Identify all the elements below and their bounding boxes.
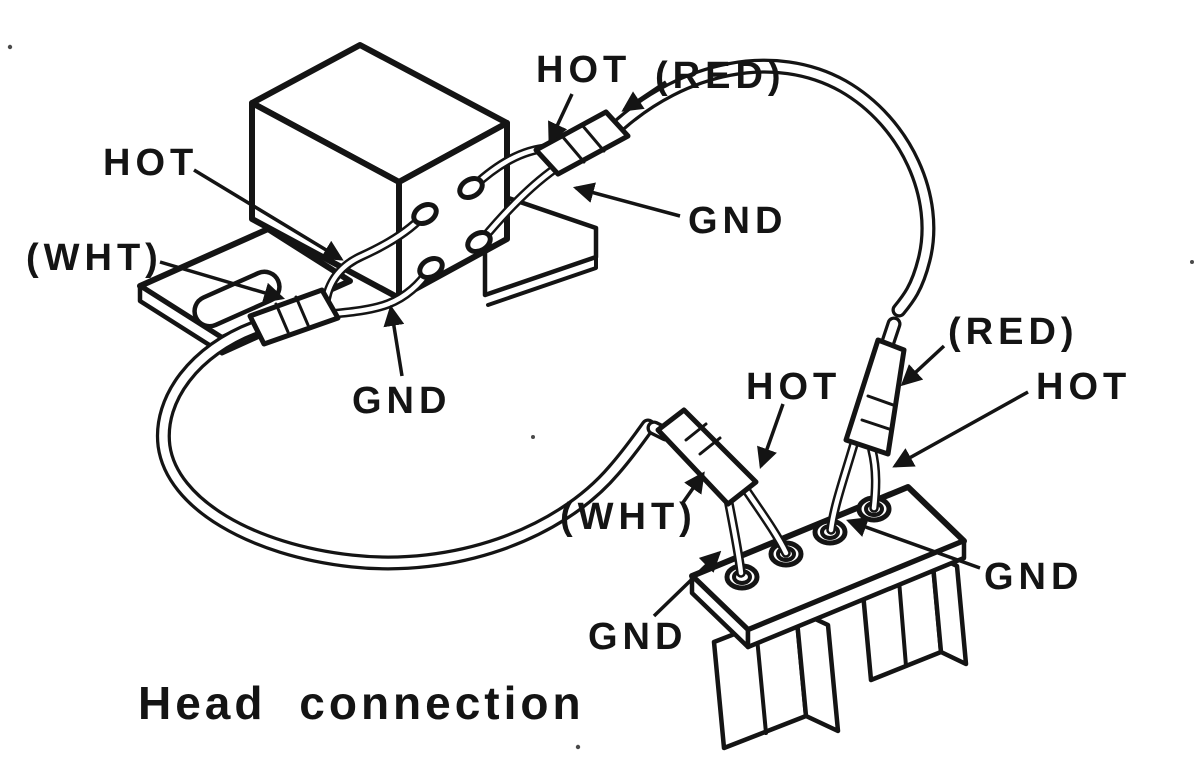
arrow-head-red — [621, 80, 667, 112]
plate-mounting-slot — [192, 269, 282, 329]
head-terminal-face — [396, 120, 510, 301]
head-sleeves — [247, 109, 631, 347]
arrow-head-wht — [159, 260, 286, 304]
head-wire-hot-wht-core — [323, 213, 426, 303]
label-conn-hot-mid: HOT — [746, 366, 841, 408]
white-cable-core — [159, 323, 653, 568]
white-head-sleeve-crimp-lines — [274, 295, 310, 334]
white-conn-sleeve-crimp-lines — [684, 422, 722, 456]
arrow-conn-gnd-right — [846, 517, 981, 570]
arrow-head-hot-left — [193, 168, 344, 261]
head-terminal-hot-wht — [411, 202, 439, 226]
red-cable-core — [611, 61, 933, 315]
label-conn-gnd-left: GND — [588, 616, 687, 658]
scan-speck — [575, 744, 581, 750]
conn-wire-hot-red-core — [869, 447, 878, 511]
mounting-plate-right — [482, 187, 599, 307]
leader-arrows — [159, 80, 1029, 618]
label-head-wht: (WHT) — [26, 237, 163, 279]
label-head-hot-left: HOT — [103, 142, 198, 184]
label-conn-hot-right: HOT — [1036, 366, 1131, 408]
arrow-head-gnd-bottom — [383, 304, 405, 377]
head-terminals — [411, 176, 493, 280]
label-head-hot-top: HOT — [536, 49, 631, 91]
red-conn-sleeve-crimp-lines — [860, 394, 898, 432]
conn-wire-gnd-red-core — [828, 441, 857, 533]
red-cable-outline — [608, 58, 936, 318]
red-cable — [608, 58, 936, 350]
red-cable-head-sleeve — [533, 109, 631, 177]
connector-sleeves — [655, 337, 907, 507]
arrow-conn-hot-mid — [757, 403, 785, 469]
head-terminal-hot-red — [457, 176, 485, 200]
label-conn-wht: (WHT) — [560, 496, 697, 538]
label-head-red: (RED) — [655, 55, 786, 97]
head-wire-gnd-wht-core — [329, 267, 432, 317]
plate-right-bottom-edge — [486, 255, 598, 307]
arrow-conn-gnd-left — [652, 550, 722, 618]
scan-speck — [1190, 260, 1194, 264]
head-terminal-gnd-wht — [417, 256, 445, 280]
labels: HOT (RED) GND HOT (WHT) GND (RED) HOT HO… — [26, 49, 1131, 729]
connector-front-face — [745, 538, 967, 650]
label-head-gnd-right: GND — [688, 200, 787, 242]
label-head-gnd-bottom: GND — [352, 380, 451, 422]
arrow-conn-hot-right — [892, 390, 1029, 468]
scan-speck — [531, 435, 535, 439]
arrow-head-hot-top — [548, 93, 574, 144]
arrow-conn-red — [900, 344, 946, 387]
arrow-head-gnd-right — [572, 182, 681, 218]
scan-specks — [7, 44, 1194, 750]
red-cable-stub-core — [883, 319, 899, 347]
head-terminal-gnd-red — [465, 230, 493, 254]
diagram-caption: Head connection — [138, 677, 585, 729]
scan-speck — [7, 44, 13, 50]
label-conn-red: (RED) — [948, 311, 1079, 353]
arrow-conn-wht — [680, 471, 705, 506]
label-conn-gnd-right: GND — [984, 556, 1083, 598]
